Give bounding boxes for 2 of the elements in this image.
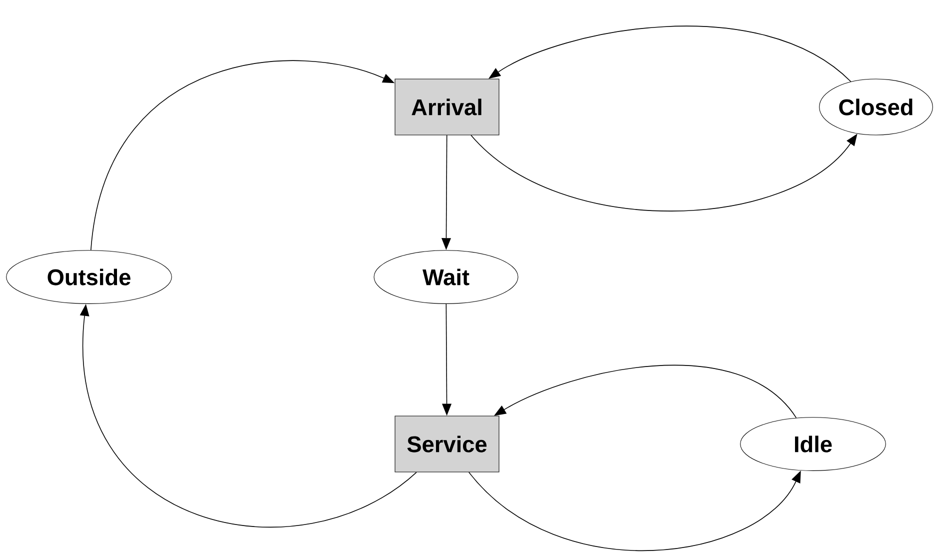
state-box: Arrival [394, 78, 500, 136]
state-box: Service [394, 416, 500, 472]
